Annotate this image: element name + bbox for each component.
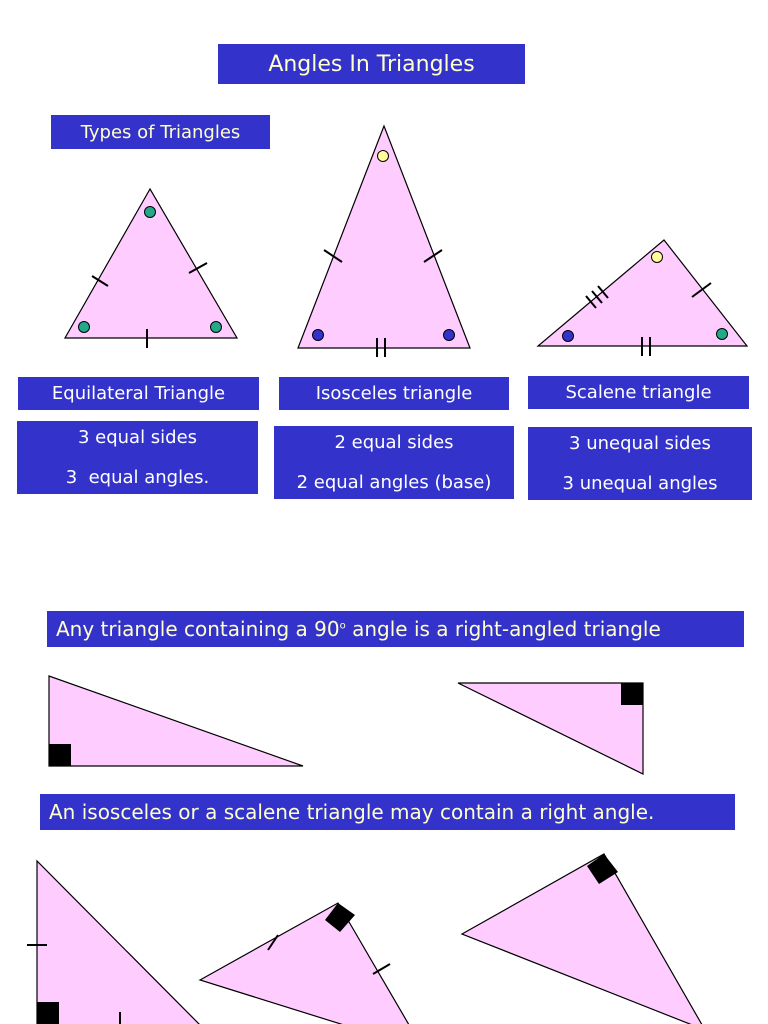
isosceles-label-text: Isosceles triangle [315, 383, 473, 404]
isosceles-sides-text: 2 equal sides [334, 431, 454, 453]
page-title-text: Angles In Triangles [268, 51, 475, 77]
right-triangle-right [457, 682, 644, 775]
right-angle-types-banner: An isosceles or a scalene triangle may c… [40, 794, 735, 830]
section-subtitle-text: Types of Triangles [80, 121, 241, 143]
angle-marker [144, 206, 156, 218]
isosceles-angles-text: 2 equal angles (base) [296, 471, 492, 493]
angle-marker [210, 321, 222, 333]
scalene-label-text: Scalene triangle [565, 382, 712, 403]
isosceles-right-triangle [27, 859, 200, 1024]
tick-mark [188, 262, 208, 274]
tick-mark [423, 249, 443, 263]
scalene-sides-text: 3 unequal sides [569, 432, 711, 454]
scalene-angles-text: 3 unequal angles [562, 472, 718, 494]
equilateral-label: Equilateral Triangle [18, 377, 259, 410]
isosceles-description: 2 equal sides 2 equal angles (base) [274, 426, 514, 499]
equilateral-angles-text: 3 equal angles. [65, 466, 210, 488]
scalene-label: Scalene triangle [528, 376, 749, 409]
tick-mark [691, 282, 712, 298]
angle-marker [312, 329, 324, 341]
right-angle-marker [587, 854, 618, 884]
right-angle-marker [325, 903, 355, 932]
right-angle-marker [37, 1002, 59, 1024]
angle-marker [377, 150, 389, 162]
tick-mark [91, 275, 109, 287]
equilateral-sides-text: 3 equal sides [77, 426, 198, 448]
tick-mark [323, 249, 343, 263]
isosceles-triangle [297, 124, 471, 357]
angle-marker [443, 329, 455, 341]
right-angle-types-banner-text: An isosceles or a scalene triangle may c… [49, 800, 655, 824]
isosceles-label: Isosceles triangle [279, 377, 509, 410]
tick-mark [372, 963, 391, 975]
scalene-description: 3 unequal sides 3 unequal angles [528, 427, 752, 500]
page-title: Angles In Triangles [218, 44, 525, 84]
right-angle-banner: Any triangle containing a 90o angle is a… [47, 611, 744, 647]
angle-marker [562, 330, 574, 342]
angle-marker [716, 328, 728, 340]
tick-mark [597, 285, 609, 299]
equilateral-label-text: Equilateral Triangle [51, 383, 226, 404]
tick-mark [585, 295, 597, 309]
tick-mark [267, 934, 279, 951]
tilted-isosceles-right-triangle [198, 902, 410, 1024]
section-subtitle: Types of Triangles [51, 115, 270, 149]
right-angle-marker [621, 683, 643, 705]
tick-mark [591, 290, 603, 304]
scalene-triangle [536, 239, 749, 356]
right-angle-banner-text: Any triangle containing a 90o angle is a… [56, 617, 661, 641]
equilateral-triangle [63, 187, 239, 348]
angle-marker [651, 251, 663, 263]
scalene-right-triangle [460, 853, 703, 1024]
equilateral-description: 3 equal sides 3 equal angles. [17, 421, 258, 494]
angle-marker [78, 321, 90, 333]
right-angle-marker [49, 744, 71, 766]
right-triangle-left [48, 675, 304, 767]
